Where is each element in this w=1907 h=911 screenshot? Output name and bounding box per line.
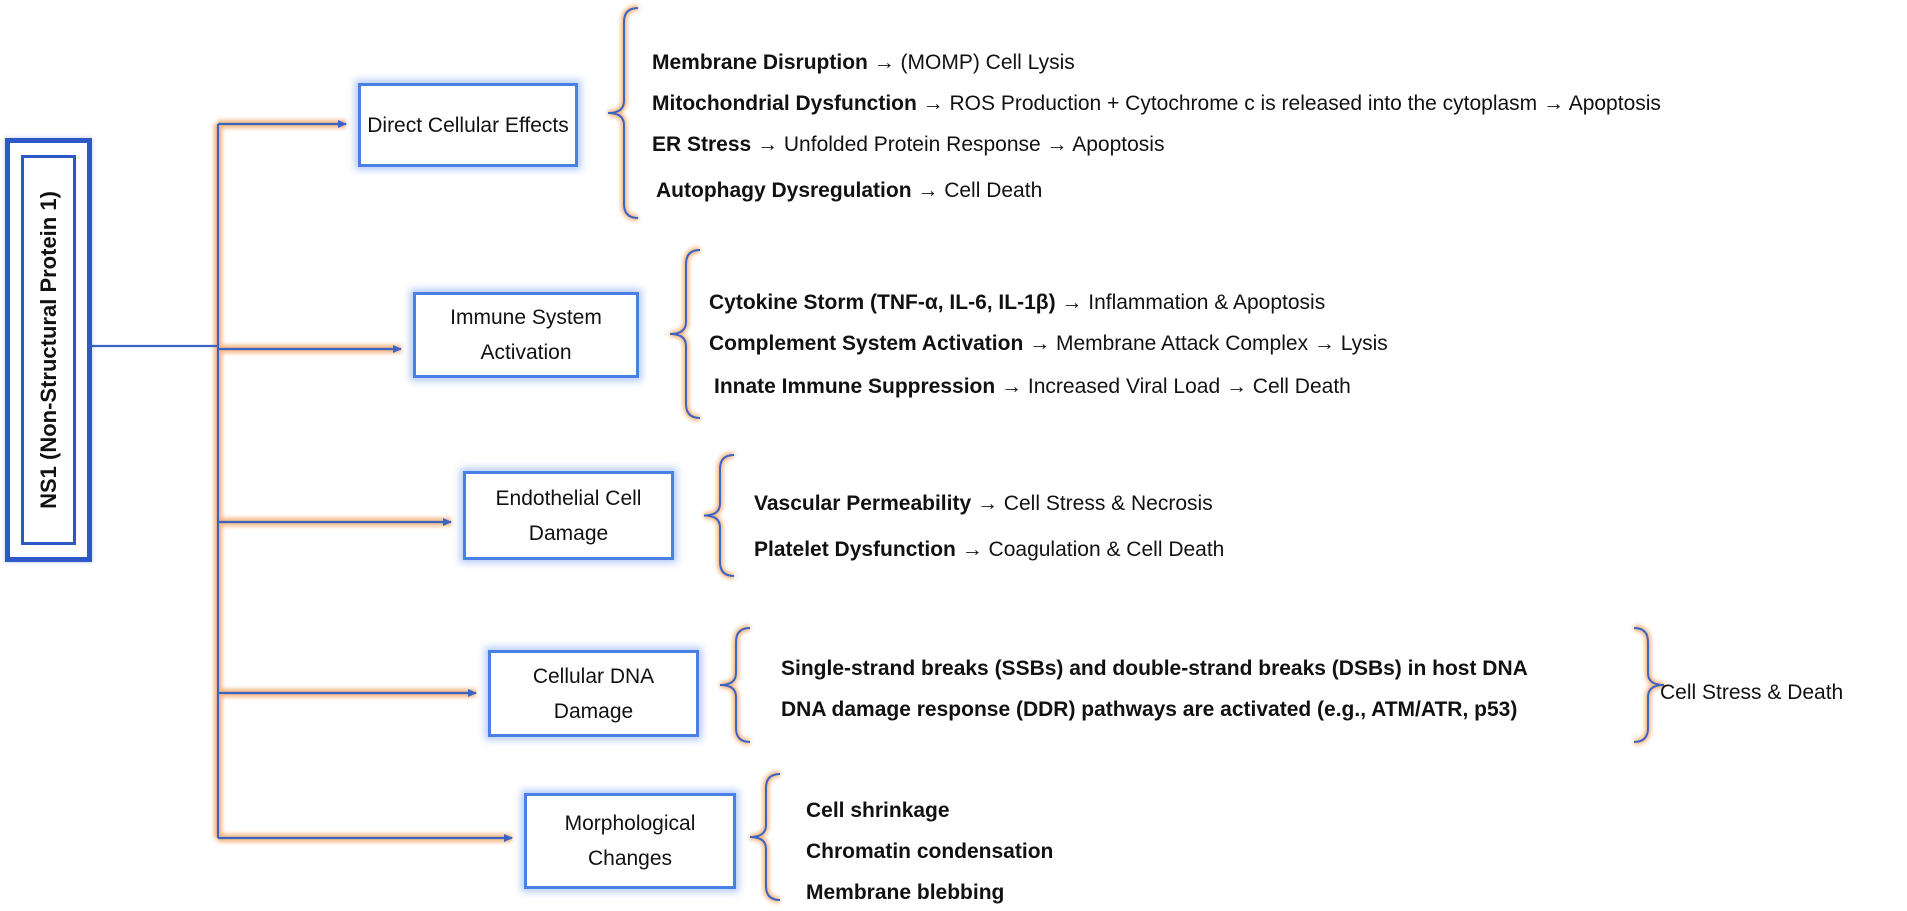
outcome-label: Cell Stress & Death <box>1660 681 1844 704</box>
category-label: Endothelial Cell Damage <box>495 486 642 545</box>
effect-consequence: → Membrane Attack Complex → Lysis <box>1023 332 1388 355</box>
effect-item: Innate Immune Suppression → Increased Vi… <box>714 374 1351 400</box>
category-label: Direct Cellular Effects <box>367 113 569 137</box>
effect-item: Cytokine Storm (TNF-α, IL-6, IL-1β) → In… <box>709 290 1325 316</box>
category-box-immune-system-activation: Immune System Activation <box>413 292 639 378</box>
effect-item: Autophagy Dysregulation → Cell Death <box>656 178 1042 204</box>
root-label: NS1 (Non-Structural Protein 1) <box>35 191 61 509</box>
category-box-endothelial-cell-damage: Endothelial Cell Damage <box>463 471 674 560</box>
effect-term: Cell shrinkage <box>806 799 950 822</box>
effect-term: ER Stress <box>652 133 752 156</box>
category-label: Immune System Activation <box>450 306 602 364</box>
effect-item: DNA damage response (DDR) pathways are a… <box>781 697 1517 723</box>
effect-term: Platelet Dysfunction <box>754 538 956 561</box>
category-box-direct-cellular-effects: Direct Cellular Effects <box>358 83 578 167</box>
effect-term: Membrane blebbing <box>806 881 1005 904</box>
effect-term: Autophagy Dysregulation <box>656 179 912 202</box>
effect-item: Chromatin condensation <box>806 839 1053 865</box>
effect-item: Single-strand breaks (SSBs) and double-s… <box>781 656 1528 682</box>
effect-item: ER Stress → Unfolded Protein Response → … <box>652 132 1164 158</box>
effect-term: Membrane Disruption <box>652 51 868 74</box>
effect-term: Complement System Activation <box>709 332 1024 355</box>
effect-term: Innate Immune Suppression <box>714 375 996 398</box>
brace-direct-cellular-effects <box>607 7 639 219</box>
brace-endothelial-cell-damage <box>703 454 735 577</box>
effect-term: Vascular Permeability <box>754 492 972 515</box>
outcome-brace <box>1633 627 1665 743</box>
effect-item: Vascular Permeability → Cell Stress & Ne… <box>754 491 1213 517</box>
category-box-morphological-changes: Morphological Changes <box>524 793 736 889</box>
effect-item: Mitochondrial Dysfunction → ROS Producti… <box>652 91 1661 117</box>
effect-item: Membrane Disruption → (MOMP) Cell Lysis <box>652 50 1075 76</box>
effect-item: Complement System Activation → Membrane … <box>709 331 1388 357</box>
brace-lines <box>607 7 1665 901</box>
category-label: Cellular DNA Damage <box>532 664 655 723</box>
effect-consequence: → Coagulation & Cell Death <box>955 538 1225 561</box>
effect-item: Platelet Dysfunction → Coagulation & Cel… <box>754 537 1224 563</box>
effect-item: Membrane blebbing <box>806 880 1004 906</box>
brace-cellular-dna-damage <box>719 627 751 743</box>
effect-consequence: → Cell Stress & Necrosis <box>971 492 1213 515</box>
brace-immune-system-activation <box>669 249 701 419</box>
connector-trunk <box>80 120 513 842</box>
effect-term: Mitochondrial Dysfunction <box>652 92 917 115</box>
root-node: NS1 (Non-Structural Protein 1) <box>5 138 92 562</box>
category-label: Morphological Changes <box>564 812 696 870</box>
effect-term: Cytokine Storm (TNF-α, IL-6, IL-1β) <box>709 291 1056 314</box>
effect-term: DNA damage response (DDR) pathways are a… <box>781 698 1518 721</box>
effect-term: Single-strand breaks (SSBs) and double-s… <box>781 657 1528 680</box>
effect-item: Cell shrinkage <box>806 798 950 824</box>
effect-consequence: → Increased Viral Load → Cell Death <box>995 375 1351 398</box>
effect-consequence: → (MOMP) Cell Lysis <box>867 51 1075 74</box>
effect-consequence: → Cell Death <box>911 179 1043 202</box>
root-node-inner: NS1 (Non-Structural Protein 1) <box>21 155 76 545</box>
effect-consequence: → ROS Production + Cytochrome c is relea… <box>916 92 1661 115</box>
effect-consequence: → Inflammation & Apoptosis <box>1055 291 1326 314</box>
brace-morphological-changes <box>749 773 781 901</box>
effect-term: Chromatin condensation <box>806 840 1054 863</box>
category-box-cellular-dna-damage: Cellular DNA Damage <box>488 650 699 737</box>
effect-consequence: → Unfolded Protein Response → Apoptosis <box>751 133 1165 156</box>
